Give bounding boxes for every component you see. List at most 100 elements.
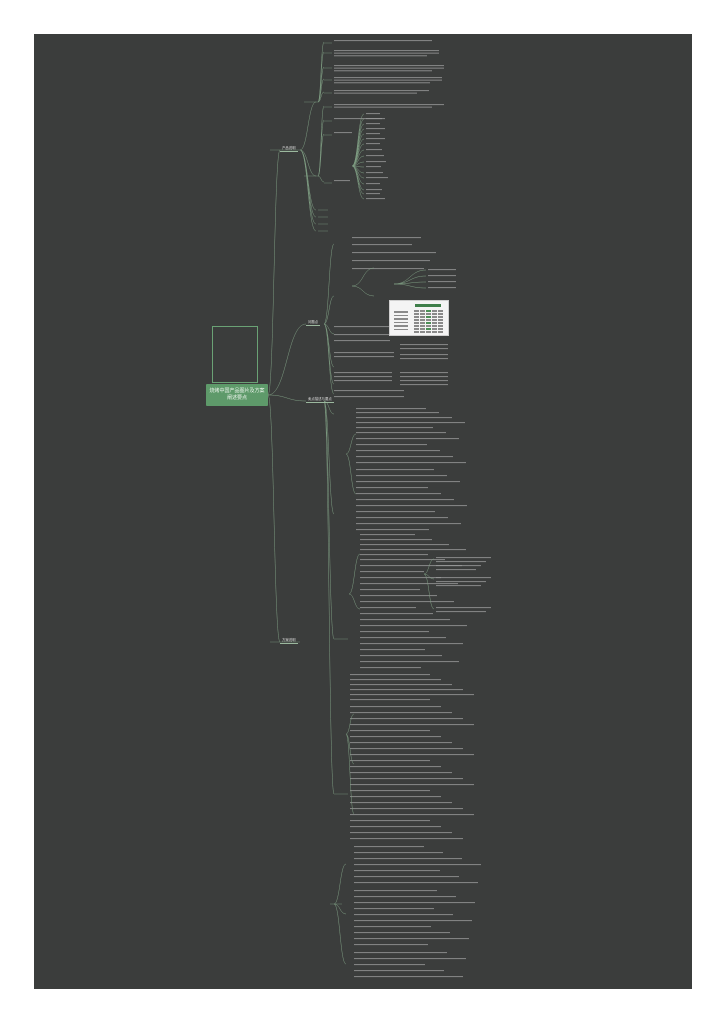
leaf-text [436,561,486,563]
branch-node-1[interactable]: 产品说明 [280,146,298,152]
leaf-text [436,585,481,587]
text-line [356,481,460,483]
table-cell [414,322,419,324]
connector-leaf [351,128,365,167]
table-cell [394,325,408,327]
leaf-text [366,177,388,179]
text-line [334,40,432,42]
text-line [334,376,392,378]
text-line [354,890,437,892]
text-line [356,417,452,419]
leaf-text [428,269,456,271]
text-line [354,896,456,898]
text-line [354,914,453,916]
text-line [400,358,448,360]
leaf-text [436,611,486,613]
table-cell [432,313,437,315]
embedded-table-image [389,300,449,336]
text-line [354,944,428,946]
leaf-text [366,193,380,195]
text-line [354,970,444,972]
text-line [354,846,424,848]
connector-leaf [351,165,365,200]
text-line [350,808,463,810]
table-cell [414,325,419,327]
root-node[interactable]: 烧烤中国产品图片及方案阐述要点 [206,384,268,406]
text-line [360,595,437,597]
connector-root-branch-1 [267,149,281,396]
table-cell [438,310,443,312]
text-line [354,870,440,872]
branch-node-3[interactable]: 问题点 [306,320,321,326]
connector-leaf [345,733,355,765]
text-line [350,718,463,720]
table-cell [426,319,431,321]
text-line [334,352,394,354]
text-line [334,70,432,72]
text-line [354,932,450,934]
connector-leaf [423,573,435,580]
text-line [350,832,452,834]
table-cell [426,325,431,327]
connector-leaf [393,283,427,289]
connector-hub [299,149,317,211]
text-line [350,689,463,691]
text-line [400,376,448,378]
text-line [356,462,466,464]
connector-leaf [345,713,355,735]
branch-node-2[interactable]: 方案说明 [280,638,298,644]
text-line [356,427,433,429]
text-line [354,964,425,966]
connector-child [317,91,325,103]
leaf-text [366,128,385,130]
text-line [352,268,424,270]
connector-root-branch-3 [267,323,307,396]
text-line [356,432,446,434]
table-cell [394,311,408,313]
text-line [360,539,432,541]
table-cell [438,331,443,333]
text-line [334,79,442,81]
connector-hub [299,101,317,151]
text-line [354,926,431,928]
text-line [360,544,449,546]
leaf-text [428,287,456,289]
connector-child [317,105,325,177]
connector-hub [323,323,335,335]
connector-leaf [393,281,427,285]
leaf-text [436,565,481,567]
text-line [356,412,439,414]
table-cell [432,322,437,324]
connector-child [317,78,325,103]
table-cell [426,322,431,324]
text-line [360,619,450,621]
text-line [360,534,415,536]
connector-leaf [351,267,375,287]
table-cell [438,313,443,315]
connector-child [317,119,325,177]
leaf-text [366,143,380,145]
table-cell [420,316,425,318]
text-line [360,637,446,639]
text-line [360,649,425,651]
table-cell [414,331,419,333]
table-cell [414,316,419,318]
connector-hub [323,323,335,385]
text-line [360,661,459,663]
connector-child [317,41,325,103]
table-cell [432,310,437,312]
leaf-text [366,189,382,191]
text-line [354,976,463,978]
leaf-text [366,172,383,174]
table-cell [414,310,419,312]
text-line [360,625,467,627]
text-line [360,655,442,657]
table-cell [426,313,431,315]
leaf-text [366,166,381,168]
connector-root-branch-4 [267,394,307,402]
table-cell [394,328,408,331]
text-line [354,952,447,954]
text-line [350,784,474,786]
branch-node-4[interactable]: 卖点描述与要点 [306,397,334,403]
connector-hub [299,149,317,218]
